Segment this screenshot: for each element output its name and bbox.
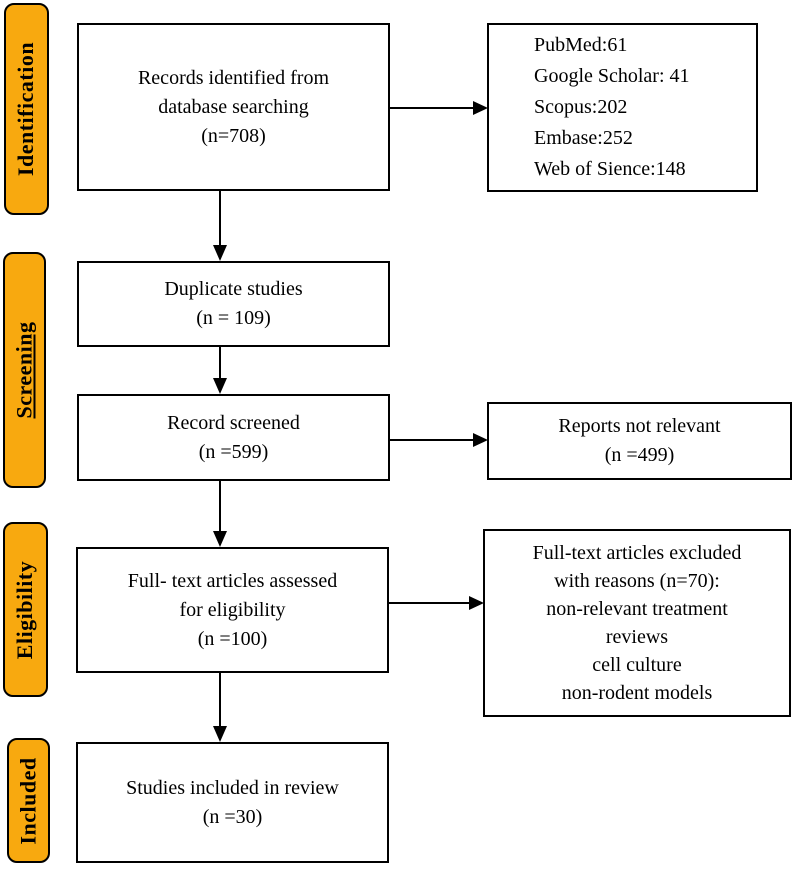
text-line: with reasons (n=70): [554, 570, 720, 592]
text-line: Duplicate studies [164, 278, 303, 300]
text-line: (n =100) [197, 627, 268, 650]
stage-label-eligibility: Eligibility [3, 522, 48, 697]
text-line: (n =30) [202, 805, 263, 828]
text-line: Record screened [167, 411, 300, 434]
arrow-fulltext-to-included [213, 673, 227, 742]
text-line: Google Scholar: 41 [534, 65, 690, 87]
flow-box-fulltext-assessed: Full- text articles assessed for eligibil… [76, 547, 389, 673]
text-line: reviews [605, 626, 669, 648]
arrow-screened-to-fulltext [213, 481, 227, 547]
text-line: non-rodent models [561, 682, 713, 704]
stage-label-text: Eligibility [12, 560, 38, 659]
stage-label-included: Included [7, 738, 50, 863]
arrow-records-to-duplicate [213, 191, 227, 261]
flow-box-studies-included: Studies included in review (n =30) [76, 742, 389, 863]
text-line: Web of Sience:148 [534, 158, 686, 180]
text-line: (n = 109) [196, 307, 271, 329]
text-line: non-relevant treatment [546, 598, 728, 620]
text-line: PubMed:61 [534, 34, 628, 56]
flow-box-records-screened: Record screened (n =599) [77, 394, 390, 481]
text-line: database searching [158, 95, 309, 118]
stage-label-screening: Screening [3, 252, 46, 488]
text-line: (n =499) [604, 444, 675, 466]
text-line: Scopus:202 [534, 96, 628, 118]
text-line: Full-text articles excluded [532, 542, 742, 564]
arrow-records-to-databases [390, 101, 488, 115]
side-box-reports-not-relevant: Reports not relevant (n =499) [487, 402, 792, 480]
text-line: for eligibility [179, 598, 286, 621]
text-line: Reports not relevant [558, 415, 721, 437]
flow-box-duplicate-studies: Duplicate studies (n = 109) [77, 261, 390, 347]
stage-label-text: Screening [11, 321, 37, 419]
arrow-fulltext-to-excluded [389, 596, 484, 610]
arrow-duplicate-to-screened [213, 347, 227, 394]
text-line: cell culture [592, 654, 682, 676]
arrow-screened-to-notrelevant [390, 433, 488, 447]
stage-label-text: Identification [13, 41, 39, 177]
side-box-fulltext-excluded: Full-text articles excluded with reasons … [483, 529, 791, 717]
text-line: (n =599) [198, 440, 269, 463]
text-line: Studies included in review [126, 776, 339, 799]
stage-label-identification: Identification [4, 3, 49, 215]
text-line: Full- text articles assessed [127, 569, 338, 592]
text-line: (n=708) [201, 124, 266, 147]
text-line: Records identified from [137, 66, 330, 89]
flow-box-records-identified: Records identified from database searchin… [77, 23, 390, 191]
text-line: Embase:252 [534, 127, 633, 149]
stage-label-text: Included [15, 756, 41, 845]
